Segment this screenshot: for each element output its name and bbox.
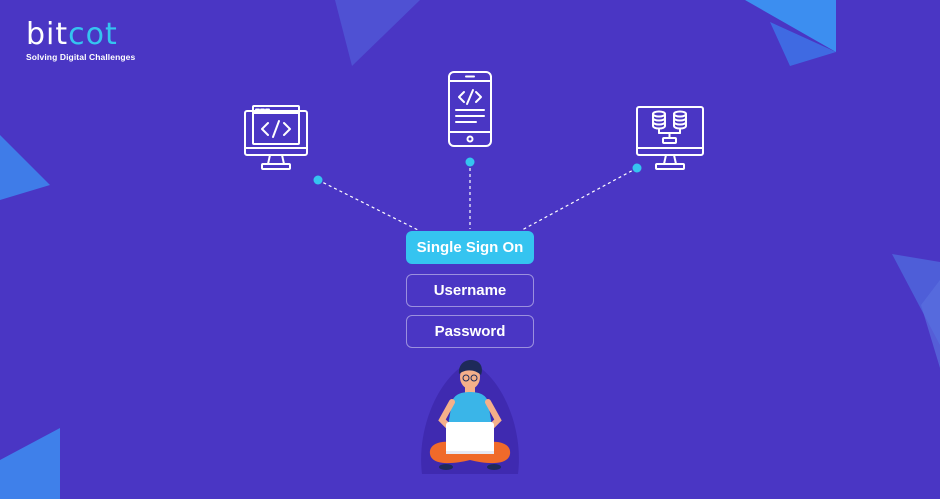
mobile-code-icon (448, 71, 492, 147)
person-hair (458, 360, 482, 375)
connector-dot-right (632, 163, 642, 173)
brand-logo: bitcot Solving Digital Challenges (26, 20, 136, 63)
logo-wordmark: bitcot (26, 20, 135, 50)
connector-line-left (317, 179, 419, 231)
single-sign-on-button[interactable]: Single Sign On (406, 231, 534, 264)
logo-tagline: Solving Digital Challenges (26, 52, 136, 62)
person-shoe-left (439, 464, 453, 470)
desktop-code-icon (244, 105, 308, 170)
triangle-shape (745, 0, 836, 52)
person-shirt (448, 392, 492, 426)
logo-prefix: bit (26, 17, 69, 52)
triangle-shape (335, 0, 420, 66)
triangle-shape (0, 428, 60, 499)
triangle-shape (0, 135, 50, 200)
username-field[interactable]: Username (406, 274, 534, 307)
password-field[interactable]: Password (406, 315, 534, 348)
laptop (446, 422, 494, 454)
triangle-shape (921, 280, 940, 368)
connector-line-right (521, 167, 638, 231)
triangle-shape (770, 22, 836, 66)
connector-dot-left (313, 175, 323, 185)
person-neck (465, 386, 475, 396)
logo-suffix: cot (68, 17, 118, 52)
person-shoe-right (487, 464, 501, 470)
connector-dot-center (465, 157, 475, 167)
desktop-database-icon (636, 106, 704, 170)
person-with-laptop-illustration (421, 360, 519, 474)
